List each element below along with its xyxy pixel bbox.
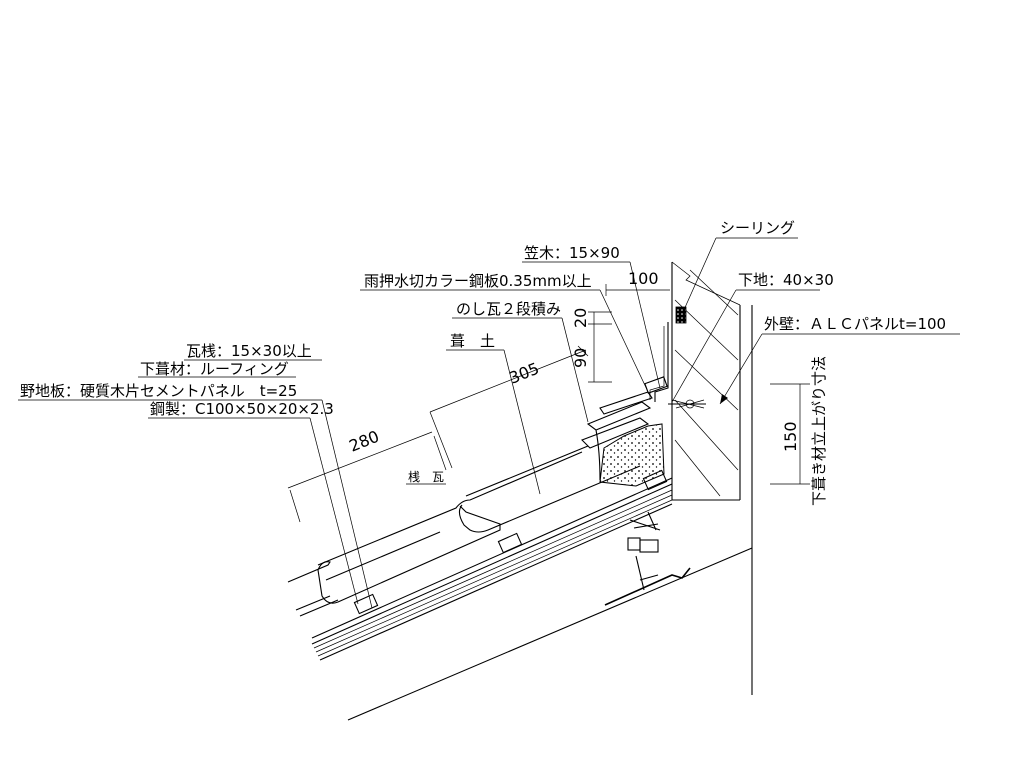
dim-90: 90 [571, 348, 590, 368]
label-noshigawara: のし瓦２段積み [456, 300, 561, 318]
dim-305: 305 [506, 359, 541, 388]
dimension-lines [287, 284, 810, 523]
dim-20: 20 [571, 308, 590, 328]
label-kousei: 鋼製：C100×50×20×2.3 [150, 400, 334, 418]
roof-tiles [287, 445, 641, 617]
fastener [668, 399, 706, 409]
label-gaiheki: 外壁：ＡＬＣパネルt=100 [764, 315, 946, 333]
dim-150: 150 [781, 421, 800, 452]
label-sangawara: 桟 瓦 [408, 470, 444, 484]
label-amaosae: 雨押水切カラー鋼板0.35mm以上 [364, 272, 592, 290]
label-fukido: 葺 土 [450, 332, 495, 350]
roof-deck [311, 477, 753, 721]
label-nojiita: 野地板：硬質木片セメントパネル t=25 [20, 382, 297, 400]
leader-lines [18, 237, 960, 609]
label-shitabuki: 下葺材：ルーフィング [140, 360, 289, 378]
label-tachiagari: 下葺き材立上がり寸法 [810, 356, 828, 506]
label-kasagi: 笠木：15×90 [524, 244, 620, 262]
flashing [644, 322, 669, 402]
dim-100: 100 [628, 269, 659, 288]
battens [353, 469, 668, 615]
label-kawarasan: 瓦桟：15×30以上 [186, 342, 312, 360]
noshigawara-tiles [581, 391, 653, 481]
fukido-mortar [599, 423, 665, 487]
dim-280: 280 [346, 427, 381, 456]
label-sealing: シーリング [720, 219, 795, 237]
label-shitaji: 下地：40×30 [738, 271, 834, 289]
alc-wall [671, 261, 753, 695]
sealing-bead [675, 306, 687, 324]
